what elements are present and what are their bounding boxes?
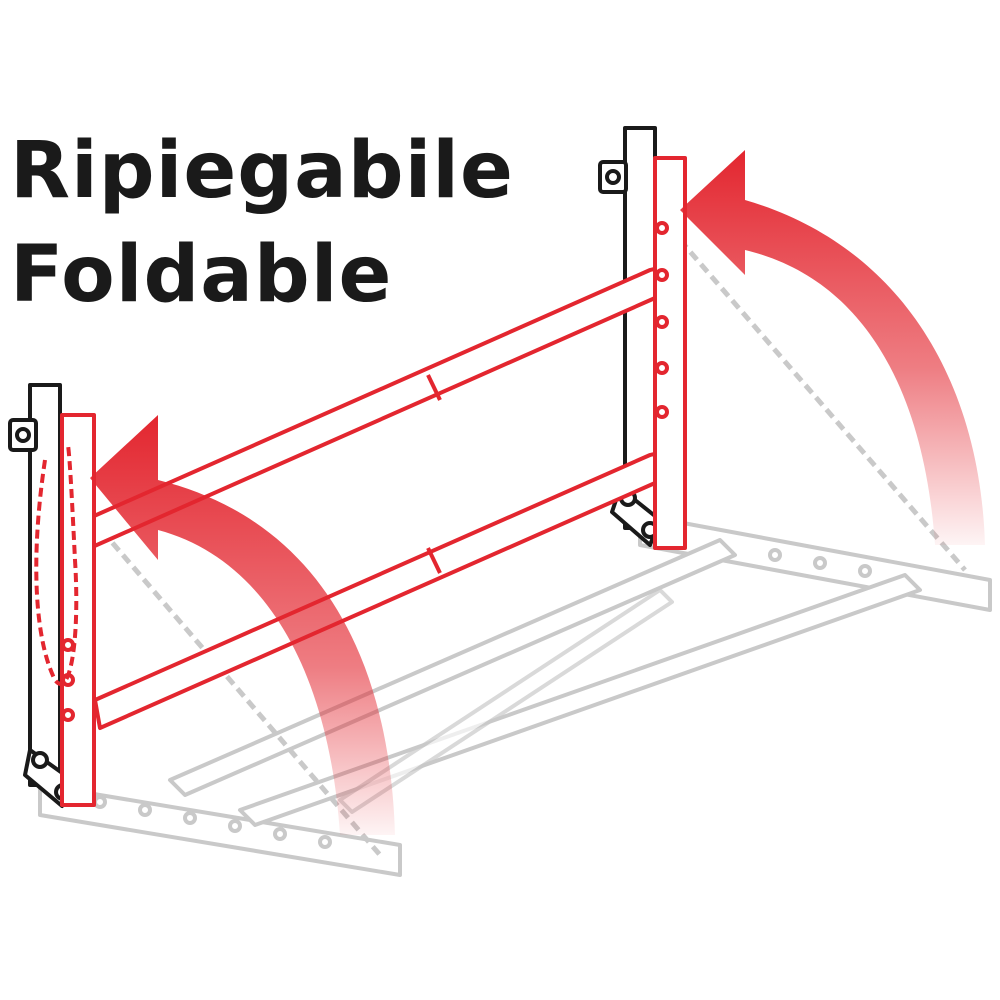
ghost-chain-right <box>678 238 967 572</box>
ghost-front-rail <box>38 783 402 877</box>
curved-arrow-up-left-icon <box>680 150 985 545</box>
ghost-rail-holes <box>93 548 872 849</box>
left-fold-arm <box>60 413 96 807</box>
title-italian: Ripiegabile <box>10 126 514 216</box>
unfolded-shelf-ghost <box>38 238 992 877</box>
folded-shelf-frame <box>34 156 687 807</box>
fold-arrows <box>90 150 985 835</box>
right-fold-arm <box>653 156 687 550</box>
curved-arrow-up-left-icon <box>90 415 395 835</box>
title-english: Foldable <box>10 230 393 320</box>
ghost-rod-1 <box>168 538 737 797</box>
hanging-chain <box>34 444 79 686</box>
